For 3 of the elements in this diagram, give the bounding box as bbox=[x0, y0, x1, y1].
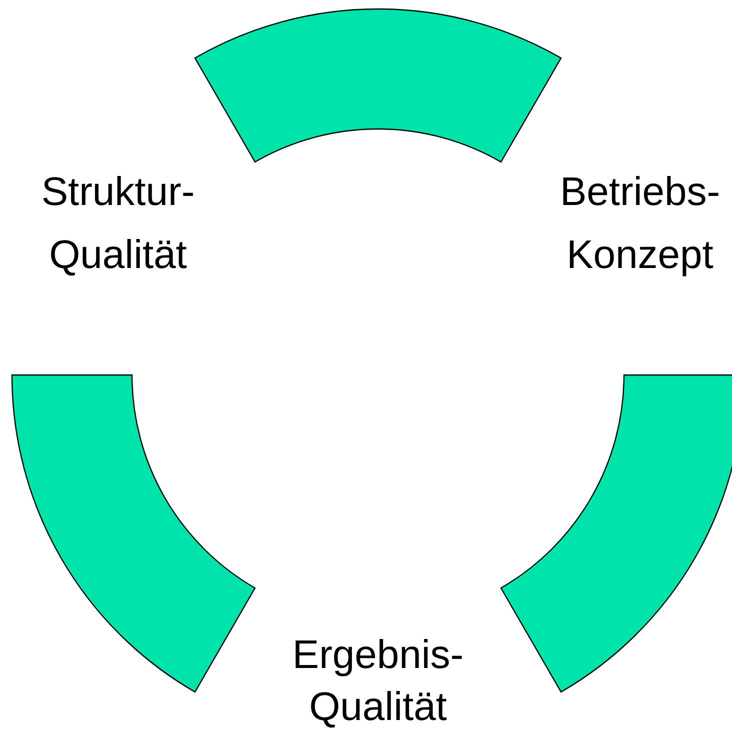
cycle-label: Struktur- Qualität bbox=[41, 169, 195, 279]
cycle-label: Ergebnis- Qualität bbox=[292, 632, 464, 731]
cycle-label: Betriebs- Konzept bbox=[560, 169, 720, 279]
